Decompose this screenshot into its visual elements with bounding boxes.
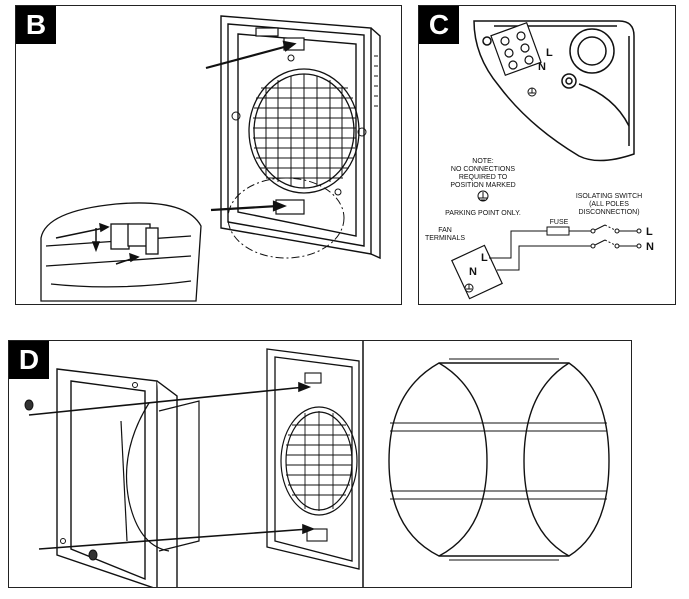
parking-earth-icon bbox=[477, 190, 489, 202]
fan-terminal-earth-icon bbox=[464, 283, 474, 293]
zoom-detail bbox=[40, 202, 202, 302]
fuse bbox=[546, 226, 570, 236]
panel-b-label: B bbox=[16, 6, 56, 44]
fan-terminal-n: N bbox=[469, 266, 477, 278]
mounting-frame bbox=[56, 368, 178, 587]
panel-c: C L N NOTE: NO CONNECTIONS REQUIRED TO bbox=[418, 5, 676, 305]
terminal-block bbox=[490, 21, 542, 77]
note-line-3: REQUIRED TO bbox=[459, 174, 508, 181]
fan-terminals-line-2: TERMINALS bbox=[425, 235, 465, 242]
fan-back-plate-d bbox=[266, 348, 360, 570]
panel-d-drawing bbox=[24, 341, 610, 587]
fan-body bbox=[120, 400, 200, 552]
fuse-label: FUSE bbox=[550, 219, 569, 226]
panel-d: D bbox=[8, 340, 632, 588]
fan-housing-corner bbox=[473, 20, 635, 162]
plate-clips bbox=[304, 372, 328, 542]
duct-spigot bbox=[388, 362, 610, 557]
assembly-lines bbox=[28, 381, 316, 550]
detail-callout-circle bbox=[227, 177, 345, 259]
fan-terminals-line-1: FAN bbox=[438, 227, 452, 234]
screw-holes bbox=[231, 54, 367, 196]
switch-line-3: DISCONNECTION) bbox=[578, 209, 639, 216]
panel-b: B bbox=[15, 5, 402, 305]
zoom-arrows bbox=[55, 222, 140, 265]
wiring-lines bbox=[489, 224, 639, 271]
note-line-4: POSITION MARKED bbox=[450, 182, 515, 189]
switch-line-2: (ALL POLES bbox=[589, 201, 629, 208]
panel-d-label: D bbox=[9, 341, 49, 379]
wire-terminals bbox=[590, 228, 642, 249]
arrow-lines bbox=[205, 40, 297, 212]
screws bbox=[24, 399, 98, 561]
note-line-1: NOTE: bbox=[472, 158, 493, 165]
supply-l-label: L bbox=[646, 226, 653, 238]
side-ribs bbox=[374, 55, 378, 107]
terminal-n-label: N bbox=[538, 61, 546, 73]
terminal-l-label: L bbox=[546, 47, 553, 59]
switch-line-1: ISOLATING SWITCH bbox=[576, 193, 642, 200]
duct-ribs bbox=[390, 358, 607, 561]
panel-b-drawing bbox=[40, 15, 381, 302]
fan-terminal-l: L bbox=[481, 252, 488, 264]
grille-slats bbox=[253, 74, 356, 188]
parking-label: PARKING POINT ONLY. bbox=[445, 210, 521, 217]
top-clip bbox=[255, 27, 305, 51]
fan-back-plate bbox=[220, 15, 381, 260]
grille-slats-d bbox=[286, 411, 352, 511]
earth-symbol-small bbox=[527, 87, 537, 97]
supply-n-label: N bbox=[646, 241, 654, 253]
note-line-2: NO CONNECTIONS bbox=[451, 166, 516, 173]
panel-c-drawing: L N NOTE: NO CONNECTIONS REQUIRED TO POS… bbox=[425, 20, 654, 300]
frame-holes bbox=[60, 382, 138, 544]
panel-c-label: C bbox=[419, 6, 459, 44]
fan-terminal-block bbox=[451, 244, 503, 300]
